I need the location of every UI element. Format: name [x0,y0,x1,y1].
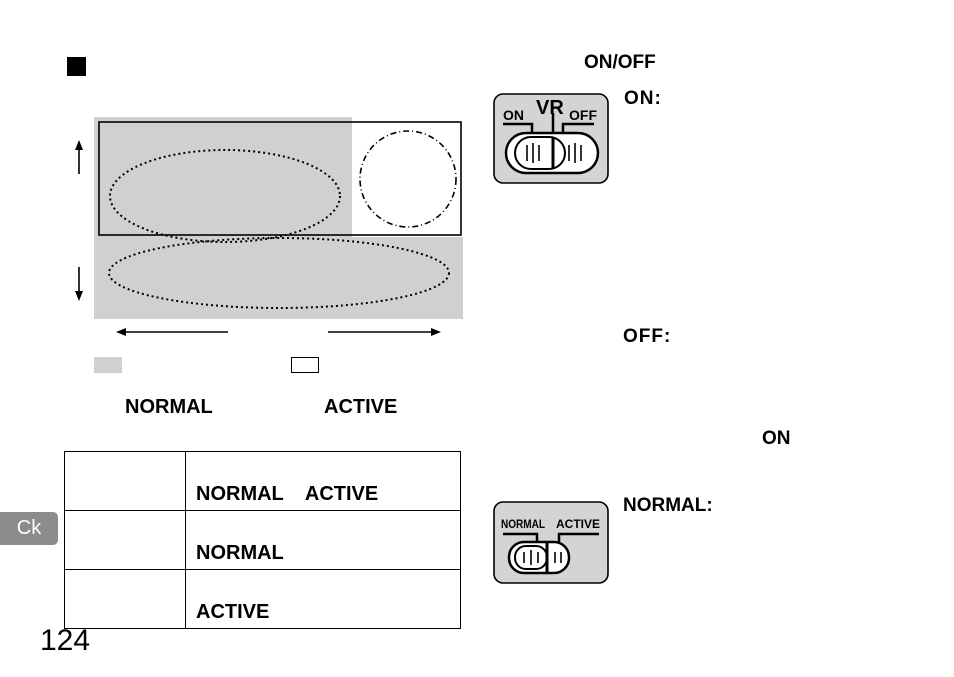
vr-mode-diagram [75,117,463,336]
on-label: ON: [624,88,662,109]
normal-region-top [94,117,352,237]
table-cell-value: NORMAL ACTIVE [185,451,461,511]
table-row: NORMAL ACTIVE [64,451,461,511]
mode-table: NORMAL ACTIVE NORMAL ACTIVE [64,451,461,629]
mode-switch-normal-text: NORMAL [501,517,545,531]
frame-rect [98,121,462,236]
page-number: 124 [40,624,91,657]
arrow-up-icon [75,140,83,174]
arrow-down-icon [75,267,83,301]
table-row: NORMAL [64,510,461,570]
table-cell-label [64,451,186,511]
vr-switch-icon: ON VR OFF [493,93,609,184]
vr-switch-on-text: ON [503,107,524,123]
legend-normal-swatch [94,357,122,373]
table-cell-value: NORMAL [185,510,461,570]
dotted-ellipse-lower [108,237,450,309]
table-cell-text: ACTIVE [196,601,270,623]
vr-switch-title-text: VR [536,97,564,119]
table-cell-text: NORMAL ACTIVE [196,483,379,505]
table-cell-label [64,510,186,570]
table-row: ACTIVE [64,569,461,629]
table-cell-label [64,569,186,629]
legend-active-label: ACTIVE [324,396,398,418]
normal-region-bottom [94,237,463,319]
table-cell-value: ACTIVE [185,569,461,629]
normal-label: NORMAL: [623,495,713,516]
off-label: OFF: [623,326,672,347]
vr-switch-off-text: OFF [569,107,597,123]
mode-switch-active-text: ACTIVE [556,517,600,531]
mode-switch-icon: NORMAL ACTIVE [493,501,609,584]
language-tab: Ck [0,512,58,545]
legend-normal-label: NORMAL [125,396,213,418]
legend-active-swatch [291,357,319,373]
dashdot-circle [359,130,457,228]
dotted-ellipse-upper [109,149,341,243]
table-cell-text: NORMAL [196,542,284,564]
black-square-icon [67,57,86,76]
arrow-right-icon [328,328,441,336]
on-reference: ON [762,428,791,449]
onoff-heading: ON/OFF [584,52,656,73]
arrow-left-icon [116,328,228,336]
